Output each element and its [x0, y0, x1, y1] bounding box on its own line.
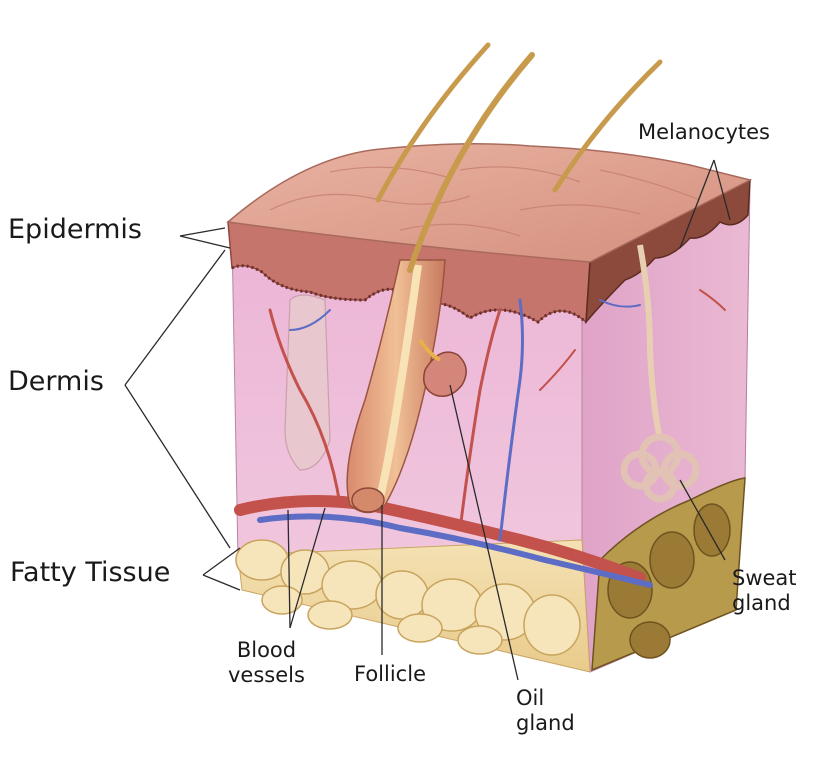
fat-cells: [235, 539, 581, 656]
label-follicle: Follicle: [354, 662, 426, 686]
label-oil-gland-line2: gland: [516, 711, 575, 736]
sweat-gland-coil: [620, 433, 700, 503]
label-melanocytes: Melanocytes: [638, 120, 770, 144]
label-sweat-gland: Sweat gland: [732, 566, 797, 616]
skin-surface: [226, 143, 753, 263]
label-sweat-gland-line2: gland: [732, 591, 791, 616]
fat-cells-right: [591, 477, 746, 672]
oil-gland: [423, 351, 467, 397]
label-epidermis: Epidermis: [8, 214, 142, 245]
label-sweat-gland-line1: Sweat: [732, 566, 797, 590]
hair-bulb: [351, 487, 385, 513]
sweat-duct: [637, 244, 663, 441]
ghost-gland: [284, 294, 331, 471]
leader-lines: [124, 159, 731, 681]
label-blood-vessels-line1: Blood: [236, 638, 297, 662]
label-blood-vessels: Blood vessels: [228, 638, 305, 688]
epidermis-right-band: [585, 178, 751, 325]
label-oil-gland-line1: Oil: [516, 686, 545, 710]
label-oil-gland: Oil gland: [516, 686, 575, 736]
hairs: [375, 42, 663, 273]
label-fatty-tissue: Fatty Tissue: [10, 557, 171, 588]
blood-vessels: [234, 289, 726, 588]
label-blood-vessels-line2: vessels: [228, 663, 305, 688]
label-dermis: Dermis: [8, 366, 104, 397]
